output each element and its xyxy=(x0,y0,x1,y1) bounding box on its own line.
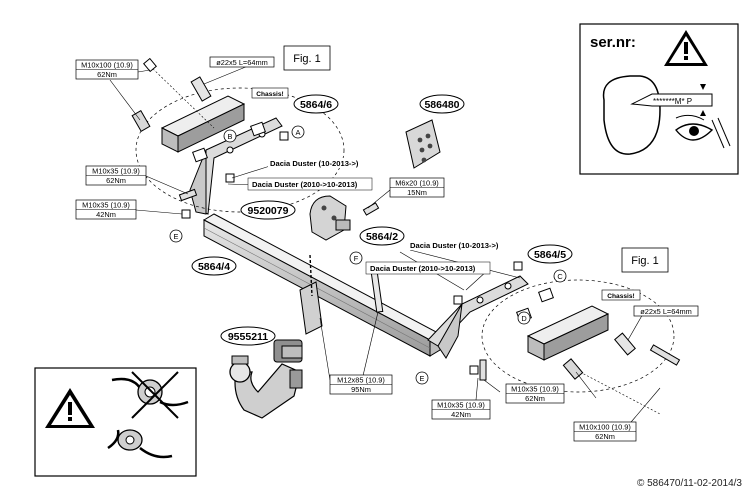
spec-tl-pin: ø22x5 L=64mm xyxy=(209,56,275,68)
vehicle-label-right-new: Dacia Duster (10-2013->) xyxy=(408,240,512,250)
chassis-tag-left: Chassis! xyxy=(251,87,289,99)
part-oval-586480: 586480 xyxy=(419,94,465,114)
svg-text:5864/5: 5864/5 xyxy=(534,249,566,261)
svg-text:M10x35 (10.9): M10x35 (10.9) xyxy=(92,167,140,176)
eye-icon xyxy=(675,114,731,149)
svg-text:Fig. 1: Fig. 1 xyxy=(293,53,321,65)
svg-text:E: E xyxy=(174,232,179,241)
spec-tl-top: M10x100 (10.9) 62Nm xyxy=(75,59,139,80)
leader-lines xyxy=(109,65,661,429)
chassis-tag-right: Chassis! xyxy=(601,289,641,301)
left-bracket-5864-6 xyxy=(189,117,283,215)
connector-crossed-icon xyxy=(111,371,189,419)
right-bracket-5864-5 xyxy=(427,275,529,359)
part-oval-5864-6: 5864/6 xyxy=(293,94,339,114)
svg-text:62Nm: 62Nm xyxy=(97,70,117,79)
svg-text:Chassis!: Chassis! xyxy=(256,91,284,98)
svg-text:Dacia Duster (2010->10-2013): Dacia Duster (2010->10-2013) xyxy=(252,180,358,189)
svg-text:9520079: 9520079 xyxy=(248,205,289,217)
tag-shape-icon xyxy=(602,75,661,155)
socket-plate-586480 xyxy=(405,119,441,169)
spec-m12: M12x85 (10.9) 95Nm xyxy=(329,374,393,395)
serial-number-panel: ser.nr: *******M* P xyxy=(579,23,739,175)
point-letter-c: C xyxy=(553,269,567,283)
point-letter-b: B xyxy=(223,129,237,143)
left-chassis-bracket xyxy=(135,87,345,213)
serial-title: ser.nr: xyxy=(590,34,636,51)
svg-text:M10x35 (10.9): M10x35 (10.9) xyxy=(511,385,559,394)
svg-text:62Nm: 62Nm xyxy=(106,176,126,185)
svg-text:5864/4: 5864/4 xyxy=(198,261,230,273)
ball-neck-bracket xyxy=(299,254,384,335)
svg-text:Dacia Duster (2010->10-2013): Dacia Duster (2010->10-2013) xyxy=(370,264,476,273)
spec-m6: M6x20 (10.9) 15Nm xyxy=(389,177,445,198)
svg-text:M10x100 (10.9): M10x100 (10.9) xyxy=(81,61,133,70)
svg-text:E: E xyxy=(420,374,425,383)
svg-text:15Nm: 15Nm xyxy=(407,188,427,197)
part-oval-9520079: 9520079 xyxy=(240,200,296,220)
point-letter-e-right: E xyxy=(415,371,429,385)
connector-correct-icon xyxy=(107,429,173,459)
svg-text:ø22x5 L=64mm: ø22x5 L=64mm xyxy=(640,307,692,316)
part-oval-5864-5: 5864/5 xyxy=(527,244,573,264)
serial-code: *******M* P xyxy=(653,97,692,106)
warning-panel xyxy=(34,367,197,477)
svg-text:M6x20 (10.9): M6x20 (10.9) xyxy=(395,179,439,188)
document-footer: © 586470/11-02-2014/3 xyxy=(636,478,742,489)
point-letter-a: A xyxy=(291,125,305,139)
warning-icon xyxy=(45,388,95,428)
spec-br-low: M10x35 (10.9) 42Nm xyxy=(431,399,491,420)
right-fasteners xyxy=(453,261,523,381)
spec-br-mid: M10x35 (10.9) 62Nm xyxy=(505,383,565,404)
svg-text:D: D xyxy=(521,314,526,323)
svg-text:9555211: 9555211 xyxy=(228,331,268,343)
left-fasteners xyxy=(178,131,289,219)
svg-text:M10x35 (10.9): M10x35 (10.9) xyxy=(437,401,485,410)
svg-text:Chassis!: Chassis! xyxy=(607,293,635,300)
svg-text:95Nm: 95Nm xyxy=(351,385,371,394)
svg-text:C: C xyxy=(557,272,563,281)
point-letter-d: D xyxy=(517,311,531,325)
svg-text:M10x35 (10.9): M10x35 (10.9) xyxy=(82,201,130,210)
svg-text:Fig. 1: Fig. 1 xyxy=(631,255,659,267)
svg-text:62Nm: 62Nm xyxy=(595,432,615,441)
spec-tl-low: M10x35 (10.9) 42Nm xyxy=(75,199,137,220)
electrical-bracket-9520079 xyxy=(309,195,380,241)
svg-text:62Nm: 62Nm xyxy=(525,394,545,403)
svg-text:586480: 586480 xyxy=(424,99,459,111)
svg-text:M12x85 (10.9): M12x85 (10.9) xyxy=(337,376,385,385)
svg-text:Dacia Duster (10-2013->): Dacia Duster (10-2013->) xyxy=(270,159,359,168)
fig-label-top: Fig. 1 xyxy=(283,45,331,71)
svg-text:A: A xyxy=(296,128,301,137)
svg-text:42Nm: 42Nm xyxy=(96,210,116,219)
part-oval-5864-4: 5864/4 xyxy=(191,256,237,276)
spec-br-pin: ø22x5 L=64mm xyxy=(633,305,699,317)
right-long-bolt xyxy=(562,332,681,415)
svg-text:42Nm: 42Nm xyxy=(451,410,471,419)
svg-text:5864/2: 5864/2 xyxy=(366,231,398,243)
svg-text:5864/6: 5864/6 xyxy=(300,99,332,111)
warning-icon xyxy=(664,30,708,66)
part-oval-5864-2: 5864/2 xyxy=(359,226,405,246)
vehicle-label-right-old: Dacia Duster (2010->10-2013) xyxy=(365,261,491,275)
svg-text:M10x100 (10.9): M10x100 (10.9) xyxy=(579,423,631,432)
tow-ball-9555211 xyxy=(229,339,303,419)
spec-tl-mid: M10x35 (10.9) 62Nm xyxy=(85,165,147,186)
svg-text:Dacia Duster (10-2013->): Dacia Duster (10-2013->) xyxy=(410,241,499,250)
point-letter-e-left: E xyxy=(169,229,183,243)
part-oval-9555211: 9555211 xyxy=(220,326,276,346)
spec-br-bottom: M10x100 (10.9) 62Nm xyxy=(573,421,637,442)
svg-text:F: F xyxy=(354,254,359,263)
fig-label-bottom: Fig. 1 xyxy=(621,247,669,273)
svg-text:B: B xyxy=(228,132,233,141)
svg-text:ø22x5 L=64mm: ø22x5 L=64mm xyxy=(216,58,268,67)
point-letter-f: F xyxy=(349,251,363,265)
vehicle-label-left-new: Dacia Duster (10-2013->) xyxy=(268,158,376,168)
vehicle-label-left-old: Dacia Duster (2010->10-2013) xyxy=(247,177,373,191)
